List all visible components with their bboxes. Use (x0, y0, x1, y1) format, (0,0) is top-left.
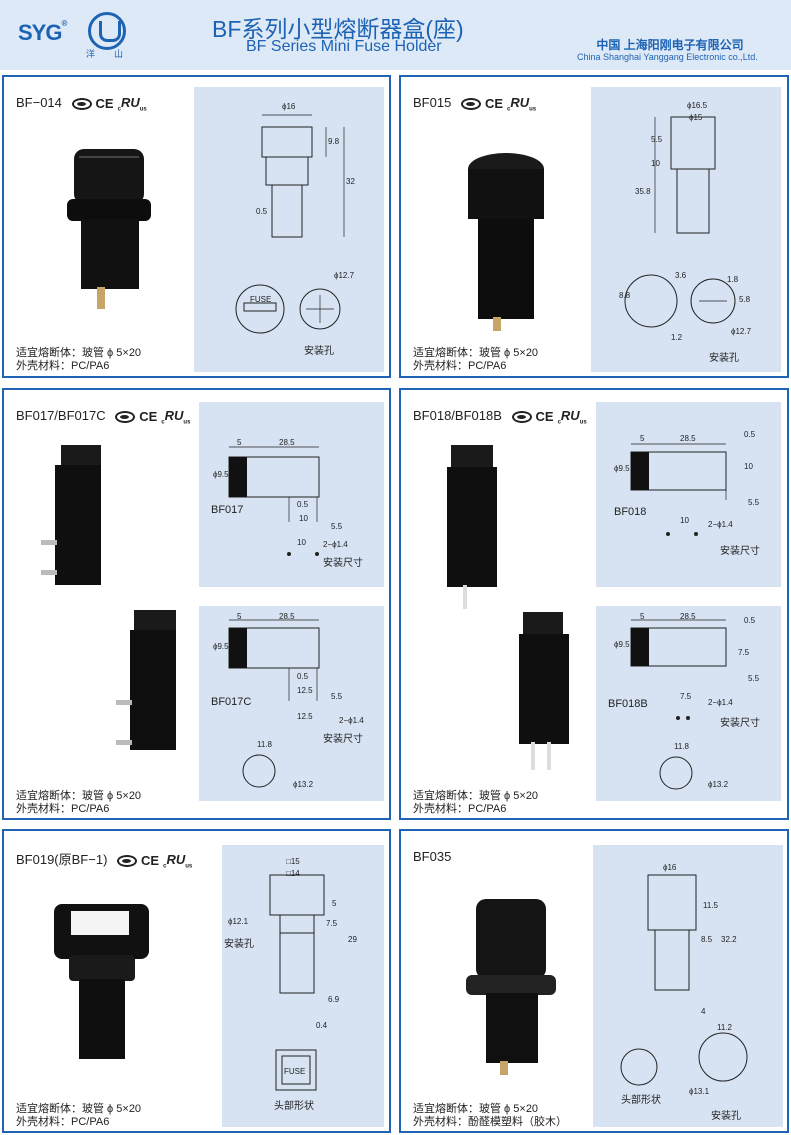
head-shape-label: 头部形状 (274, 1101, 314, 1112)
ul-cert-icon: cRUus (161, 408, 191, 426)
ul-cert-icon: cRUus (507, 95, 537, 113)
shell-spec: 外壳材料：PC/PA6 (16, 1116, 110, 1128)
ccc-cert-icon (115, 410, 136, 423)
ce-cert-icon: CE (95, 96, 114, 112)
shell-spec: 外壳材料：酚醛模塑料（胶木） (413, 1116, 567, 1128)
logo-sub-left: 洋 (86, 49, 96, 59)
product-photo (49, 899, 159, 1079)
product-photo-bf017 (39, 445, 119, 595)
panel-bf015: BF015 CE cRUus ϕ16.5 ϕ15 5.5 10 35.8 3.6 (399, 75, 789, 378)
model-title: BF−014 CE cRUus (16, 95, 147, 113)
mount-label: 安装尺寸 (323, 558, 363, 569)
model-title: BF035 (413, 849, 452, 864)
ul-cert-icon: cRUus (163, 851, 193, 870)
technical-drawing: ϕ16.5 ϕ15 5.5 10 35.8 3.6 8.8 1.2 1.8 5.… (591, 87, 781, 372)
shell-spec: 外壳材料：PC/PA6 (413, 803, 507, 815)
company-name-en: China Shanghai Yanggang Electronic co.,L… (577, 52, 758, 62)
shell-spec: 外壳材料：PC/PA6 (16, 360, 110, 372)
technical-drawing-bf018: 5 28.5 0.5 10 ϕ9.5 5.5 10 2−ϕ1.4 BF018 安… (596, 402, 781, 587)
product-photo-bf017c (114, 610, 194, 760)
sub-model-label: BF017C (211, 696, 252, 708)
technical-drawing-bf018b: 5 28.5 0.5 ϕ9.5 7.5 5.5 7.5 2−ϕ1.4 11.8 … (596, 606, 781, 801)
cert-marks: CE cRUus (115, 408, 190, 426)
ccc-cert-icon (117, 854, 138, 867)
syg-logo: SYG® (18, 18, 67, 45)
panel-bf014: BF−014 CE cRUus ϕ16 (2, 75, 391, 378)
panel-bf017: BF017/BF017C CE cRUus (2, 388, 391, 820)
ul-cert-icon: cRUus (117, 95, 147, 113)
head-shape-label: 头部形状 (621, 1095, 661, 1106)
hole-label: 安装孔 (709, 353, 739, 364)
cert-marks: CE cRUus (117, 851, 193, 870)
product-photo (466, 889, 566, 1089)
technical-drawing: ϕ16 11.5 8.5 32.2 4 11.2 ϕ13.1 头部形状 安装孔 (593, 845, 783, 1127)
ce-cert-icon: CE (141, 853, 160, 869)
fuse-cap-text: FUSE (250, 295, 272, 304)
sub-model-label: BF018 (614, 506, 647, 518)
ul-cert-icon: cRUus (557, 408, 587, 426)
page-header: SYG® 洋 山 BF系列小型熔断器盒(座) BF Series Mini Fu… (0, 0, 791, 70)
fuse-spec: 适宜熔断体：玻管 ϕ 5×20 (413, 347, 539, 359)
shell-spec: 外壳材料：PC/PA6 (16, 803, 110, 815)
technical-drawing: ϕ16 9.8 32 0.5 ϕ12.7 FUSE 安装孔 (194, 87, 384, 372)
cert-marks: CE cRUus (511, 408, 587, 426)
technical-drawing-bf017: 5 28.5 ϕ9.5 0.5 10 5.5 10 2−ϕ1.4 BF017 安… (199, 402, 384, 587)
panel-bf035: BF035 ϕ16 11.5 8.5 32.2 4 11.2 ϕ13.1 头部形… (399, 829, 789, 1133)
ce-cert-icon: CE (535, 409, 554, 425)
ccc-cert-icon (460, 97, 481, 110)
page-title-en: BF Series Mini Fuse Holder (246, 38, 442, 55)
fuse-spec: 适宜熔断体：玻管 ϕ 5×20 (16, 790, 142, 802)
product-photo-bf018b (513, 612, 583, 772)
ce-cert-icon: CE (484, 96, 503, 112)
hole-label: 安装孔 (224, 939, 254, 950)
model-title: BF019(原BF−1) CE cRUus (16, 851, 193, 870)
technical-drawing-bf017c: 5 28.5 ϕ9.5 0.5 12.5 5.5 12.5 2−ϕ1.4 11.… (199, 606, 384, 801)
fuse-spec: 适宜熔断体：玻管 ϕ 5×20 (413, 790, 539, 802)
cert-marks: CE cRUus (71, 95, 147, 113)
mount-label: 安装尺寸 (720, 718, 760, 729)
ce-cert-icon: CE (139, 409, 158, 425)
ccc-cert-icon (71, 97, 92, 110)
fuse-cap-text: FUSE (284, 1067, 306, 1076)
shell-spec: 外壳材料：PC/PA6 (413, 360, 507, 372)
product-photo-bf018 (441, 445, 511, 610)
fuse-spec: 适宜熔断体：玻管 ϕ 5×20 (413, 1103, 539, 1115)
panel-bf018: BF018/BF018B CE cRUus 5 (399, 388, 789, 820)
model-title: BF018/BF018B CE cRUus (413, 408, 587, 426)
company-name-cn: 中国 上海阳刚电子有限公司 (596, 38, 744, 52)
hole-label: 安装孔 (711, 1111, 741, 1122)
product-photo (456, 139, 566, 339)
yangshan-logo-icon (88, 12, 126, 50)
ccc-cert-icon (511, 410, 532, 423)
panel-bf019: BF019(原BF−1) CE cRUus □15 □14 ϕ12.1 7.5 … (2, 829, 391, 1133)
logo-sub-right: 山 (114, 49, 124, 59)
cert-marks: CE cRUus (460, 95, 537, 113)
product-photo (59, 139, 169, 319)
fuse-spec: 适宜熔断体：玻管 ϕ 5×20 (16, 1103, 142, 1115)
model-title: BF015 CE cRUus (413, 95, 537, 113)
fuse-spec: 适宜熔断体：玻管 ϕ 5×20 (16, 347, 142, 359)
hole-label: 安装孔 (304, 346, 334, 357)
page-title-cn: BF系列小型熔断器盒(座) (212, 16, 464, 42)
mount-label: 安装尺寸 (323, 734, 363, 745)
model-title: BF017/BF017C CE cRUus (16, 408, 191, 426)
technical-drawing: □15 □14 ϕ12.1 7.5 5 29 6.9 0.4 FUSE 头部形状 (222, 845, 384, 1127)
sub-model-label: BF018B (608, 698, 648, 710)
mount-label: 安装尺寸 (720, 546, 760, 557)
sub-model-label: BF017 (211, 504, 244, 516)
